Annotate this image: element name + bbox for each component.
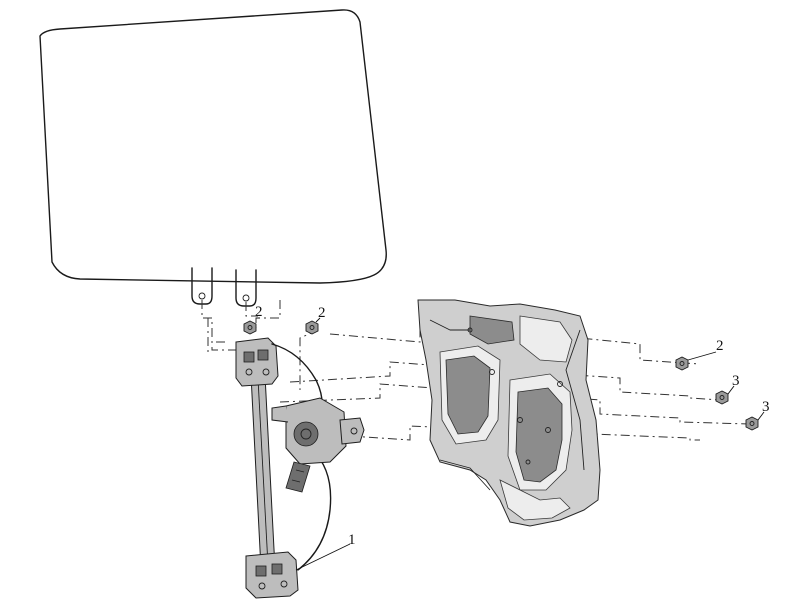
window-regulator <box>235 337 365 599</box>
callout-labels: 1 2 2 2 3 3 <box>255 304 770 548</box>
door-inner-panel <box>417 299 601 527</box>
callout-label-nut-upper-mid: 2 <box>318 305 326 321</box>
callout-leaders <box>256 317 765 571</box>
callout-label-nut-upper-left: 2 <box>255 304 263 320</box>
nut-right-low <box>745 416 759 431</box>
callout-label-nut-right-low: 3 <box>762 399 770 415</box>
glass-tab-right <box>235 269 257 307</box>
callout-label-regulator: 1 <box>348 532 356 548</box>
nut-right-mid <box>715 390 729 405</box>
lower-carrier-bracket <box>245 551 299 599</box>
nut-upper-mid <box>305 320 319 335</box>
nut-right-top <box>675 356 689 371</box>
callout-label-nut-right-mid: 3 <box>732 373 740 389</box>
glass-tab-left <box>191 267 213 305</box>
callout-label-nut-right-top: 2 <box>716 338 724 354</box>
fasteners <box>243 320 759 431</box>
window-glass <box>39 9 387 307</box>
upper-carrier-bracket <box>235 337 279 387</box>
nut-upper-left <box>243 320 257 335</box>
